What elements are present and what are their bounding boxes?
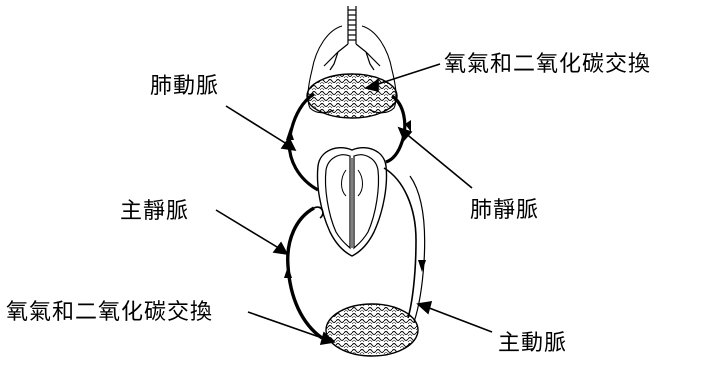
vena-cava-vessel [288, 208, 322, 338]
heart [318, 148, 387, 256]
lung-gas-exchange-label: 氧氣和二氧化碳交換 [444, 54, 651, 76]
aorta-vessel [384, 168, 416, 318]
aorta-label: 主動脈 [498, 333, 567, 355]
body-capillary-bed [326, 304, 418, 356]
vena-cava-label: 主靜脈 [120, 201, 189, 223]
lung-capillary-bed [307, 74, 397, 118]
pulmonary-vein-label: 肺靜脈 [470, 200, 539, 222]
pulmonary-artery-label: 肺動脈 [150, 76, 219, 98]
trachea [324, 6, 380, 70]
body-gas-exchange-label: 氧氣和二氧化碳交換 [6, 302, 213, 324]
